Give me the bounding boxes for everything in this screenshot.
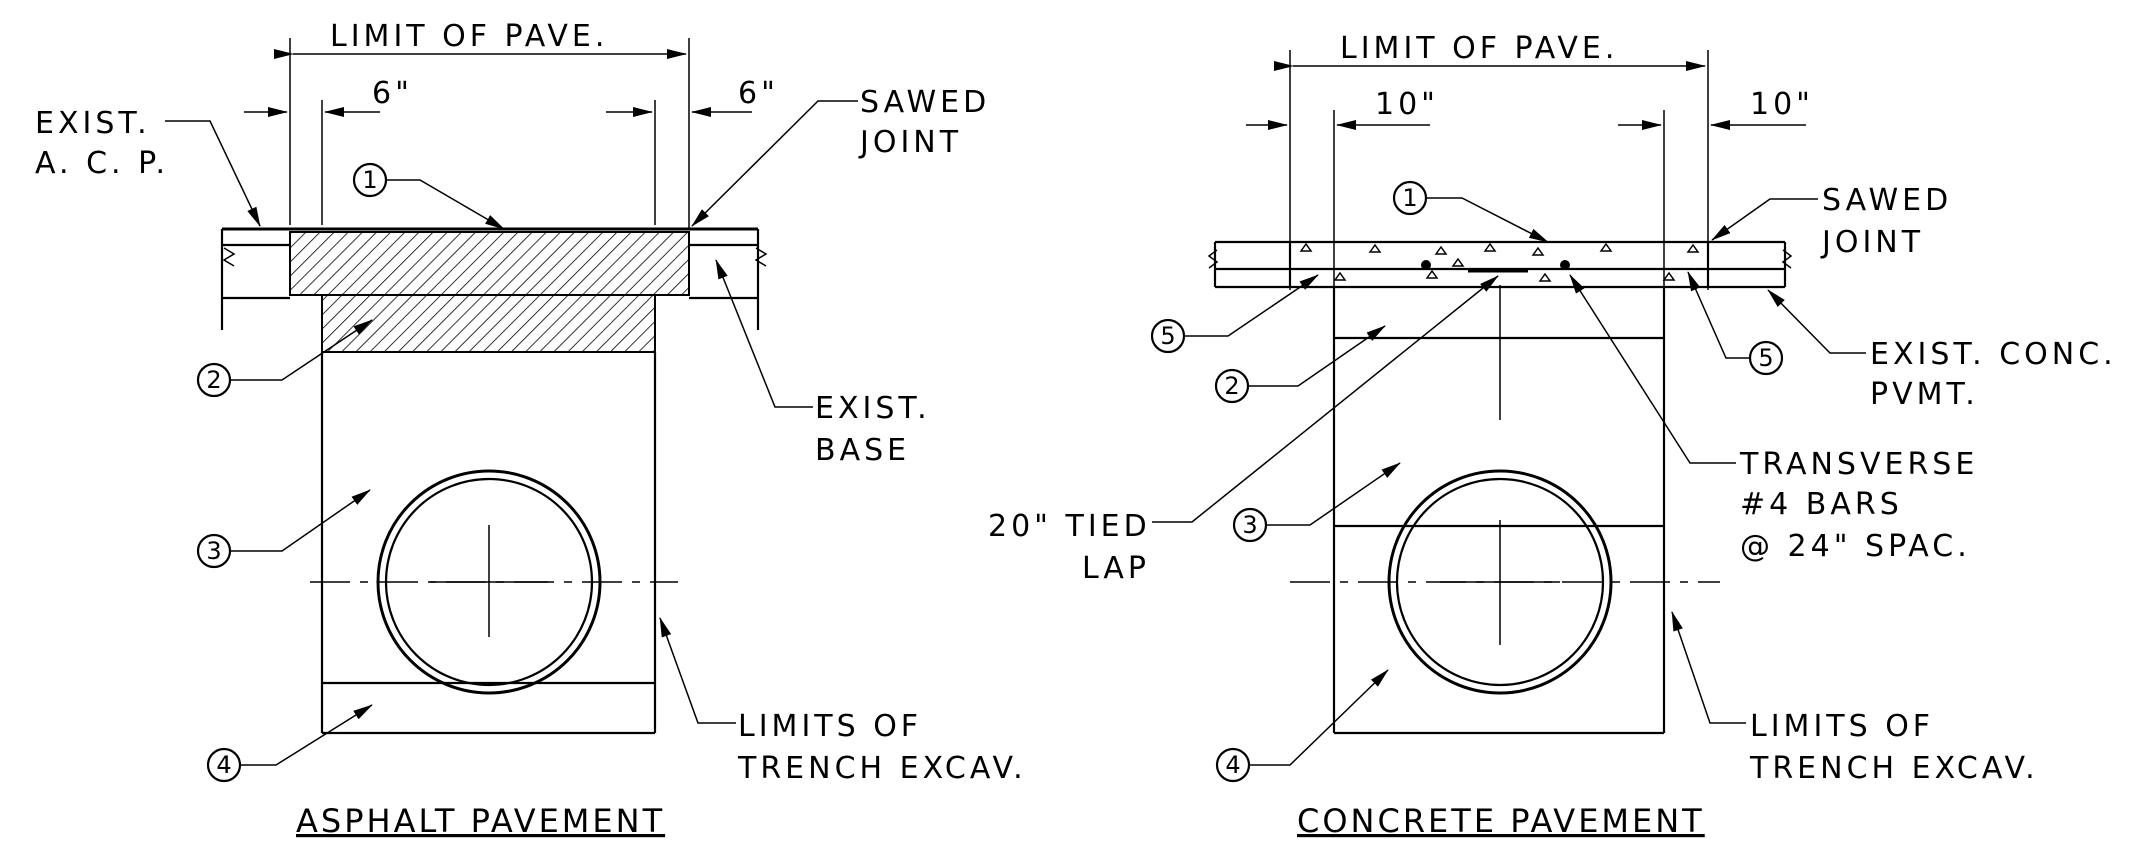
concrete-callout-1: 1	[1392, 180, 1549, 243]
asphalt-sawed-joint-note: SAWED JOINT	[691, 85, 990, 227]
concrete-trench-line2: TRENCH EXCAV.	[1749, 751, 2039, 786]
asphalt-offset-right-label: 6"	[738, 76, 779, 111]
asphalt-exist-acp-line1: EXIST.	[35, 106, 151, 141]
asphalt-title: ASPHALT PAVEMENT	[296, 802, 665, 840]
concrete-callout-5-left: 5	[1150, 274, 1319, 354]
concrete-callout-4: 4	[1215, 669, 1389, 783]
asphalt-callout-1-number: 1	[362, 166, 377, 194]
concrete-tied-lap-note: 20" TIED LAP	[988, 275, 1499, 586]
concrete-transverse-line2: #4 BARS	[1740, 487, 1903, 522]
concrete-sawed-line2: JOINT	[1820, 225, 1924, 260]
asphalt-limit-label: LIMIT OF PAVE.	[330, 19, 608, 54]
concrete-title: CONCRETE PAVEMENT	[1297, 802, 1705, 840]
concrete-callout-5-left-number: 5	[1160, 322, 1175, 350]
asphalt-callout-4-number: 4	[216, 751, 231, 779]
concrete-callout-1-number: 1	[1402, 184, 1417, 212]
concrete-offset-right-label: 10"	[1750, 87, 1814, 122]
rebar-left	[1421, 260, 1431, 270]
asphalt-pavement-section	[220, 227, 768, 353]
asphalt-limit-of-pave-dimension: LIMIT OF PAVE.	[274, 19, 690, 228]
asphalt-exist-acp-line2: A. C. P.	[35, 146, 169, 181]
asphalt-callout-3: 3	[196, 489, 371, 569]
concrete-limit-of-pave-dimension: LIMIT OF PAVE.	[1274, 31, 1709, 290]
concrete-exist-pvmt-note: EXIST. CONC. PVMT.	[1767, 289, 2117, 412]
concrete-aggregate-marks	[1299, 242, 1700, 282]
asphalt-offset-dimensions: 6" 6"	[244, 76, 779, 225]
asphalt-exist-base-line1: EXIST.	[815, 391, 931, 426]
asphalt-pipe	[310, 469, 678, 695]
concrete-trench-note: LIMITS OF TRENCH EXCAV.	[1671, 611, 2039, 786]
concrete-exist-conc-line1: EXIST. CONC.	[1870, 337, 2117, 372]
concrete-slab-section	[1207, 240, 1793, 289]
concrete-transverse-line1: TRANSVERSE	[1739, 447, 1978, 482]
asphalt-offset-left-label: 6"	[372, 76, 413, 111]
asphalt-exist-base-note: EXIST. BASE	[715, 259, 931, 468]
asphalt-sawed-line1: SAWED	[860, 85, 990, 120]
asphalt-trench-line1: LIMITS OF	[738, 709, 922, 744]
asphalt-exist-base-line2: BASE	[815, 433, 910, 468]
asphalt-trench-note: LIMITS OF TRENCH EXCAV.	[659, 617, 1027, 786]
concrete-offset-left-label: 10"	[1375, 87, 1439, 122]
asphalt-callout-4: 4	[206, 704, 373, 783]
asphalt-trench	[320, 352, 657, 735]
asphalt-callout-2-number: 2	[206, 366, 221, 394]
asphalt-detail: LIMIT OF PAVE. 6" 6"	[35, 19, 1027, 840]
concrete-callout-4-number: 4	[1225, 751, 1240, 779]
concrete-tied-lap-line1: 20" TIED	[988, 509, 1151, 544]
concrete-trench-line1: LIMITS OF	[1750, 709, 1934, 744]
rebar-right	[1560, 260, 1570, 270]
concrete-pipe	[1290, 469, 1720, 695]
asphalt-callout-1: 1	[352, 162, 505, 230]
concrete-tied-lap-line2: LAP	[1082, 551, 1150, 586]
asphalt-sawed-line2: JOINT	[858, 125, 962, 160]
concrete-detail: LIMIT OF PAVE. 10" 10"	[988, 31, 2117, 840]
asphalt-callout-3-number: 3	[206, 537, 221, 565]
concrete-transverse-bars-note: TRANSVERSE #4 BARS @ 24" SPAC.	[1569, 274, 1978, 564]
concrete-transverse-line3: @ 24" SPAC.	[1740, 529, 1971, 564]
concrete-callout-5-right: 5	[1687, 271, 1784, 376]
concrete-offset-dimensions: 10" 10"	[1246, 87, 1814, 290]
concrete-callout-5-right-number: 5	[1758, 344, 1773, 372]
concrete-sawed-line1: SAWED	[1822, 183, 1952, 218]
asphalt-trench-line2: TRENCH EXCAV.	[737, 751, 1027, 786]
concrete-limit-label: LIMIT OF PAVE.	[1340, 31, 1618, 66]
concrete-callout-2: 2	[1214, 325, 1386, 404]
concrete-sawed-joint-note: SAWED JOINT	[1711, 183, 1952, 260]
asphalt-callout-2: 2	[196, 319, 373, 398]
concrete-callout-3-number: 3	[1242, 511, 1257, 539]
concrete-callout-2-number: 2	[1224, 372, 1239, 400]
asphalt-exist-acp-note: EXIST. A. C. P.	[35, 106, 261, 227]
concrete-trench	[1332, 285, 1666, 735]
concrete-exist-conc-line2: PVMT.	[1870, 377, 1979, 412]
concrete-callout-3: 3	[1232, 462, 1401, 543]
